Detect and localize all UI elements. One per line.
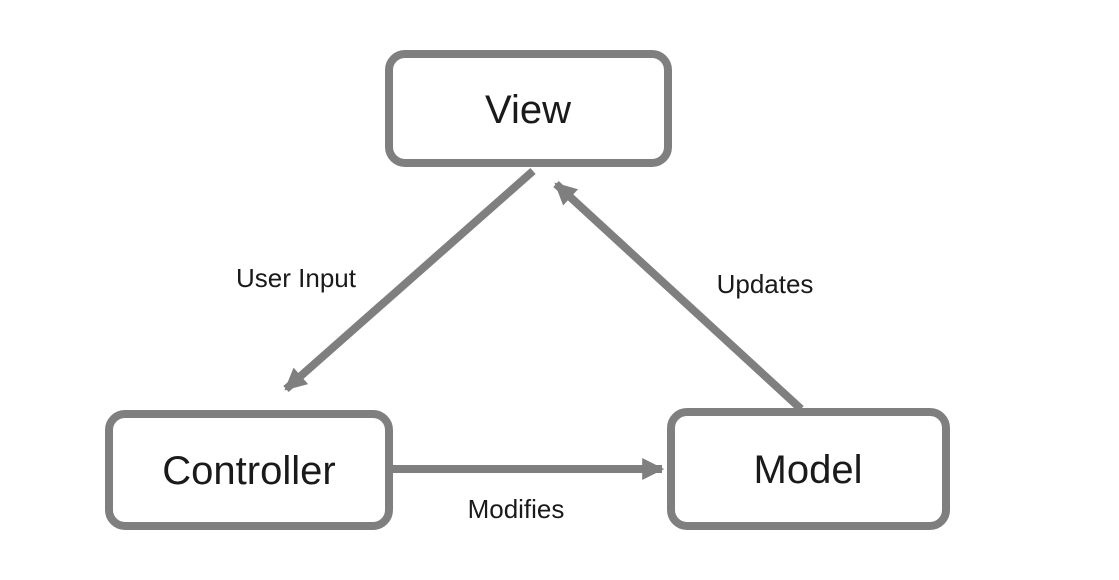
edge-view-to-controller-arrow [283,168,536,392]
node-view: View [385,50,672,167]
edge-label-updates: Updates [717,269,814,299]
node-controller-label: Controller [162,449,335,493]
edge-label-user-input: User Input [236,263,357,293]
node-controller-box [105,410,393,530]
edge-model-to-view-arrow [553,181,804,412]
node-model-box [667,408,950,530]
node-controller: Controller [105,410,393,530]
edge-label-modifies: Modifies [468,494,565,524]
node-model-label: Model [754,448,863,492]
node-view-box [385,50,672,167]
node-model: Model [667,408,950,530]
node-view-label: View [485,88,571,132]
